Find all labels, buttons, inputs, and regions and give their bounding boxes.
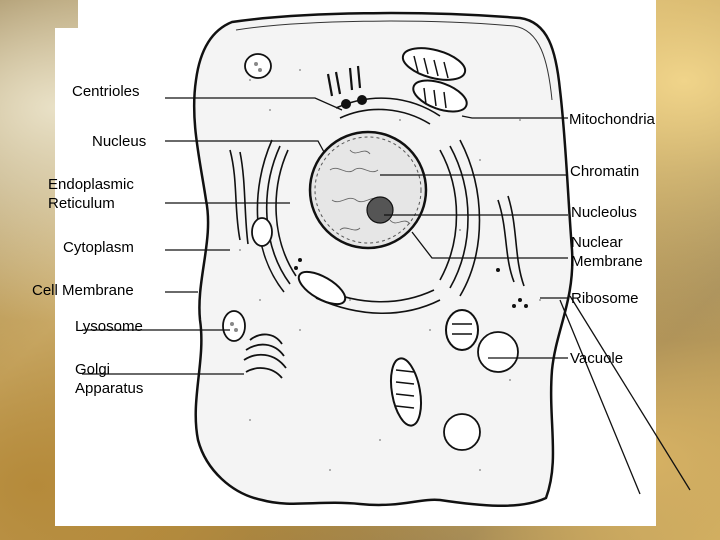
vacuole-shapes xyxy=(443,331,519,451)
nucleus-shape xyxy=(308,130,428,250)
leader-lines xyxy=(82,97,691,495)
centriole-stars xyxy=(341,95,367,109)
mitochondria-shapes xyxy=(297,47,479,427)
label-chromatin: Chromatin xyxy=(570,163,640,180)
cell-membrane-outline xyxy=(192,11,574,508)
ribosome-dots xyxy=(294,258,528,308)
label-nuclear-membrane: Nuclear Membrane xyxy=(571,234,643,270)
label-mitochondria: Mitochondria xyxy=(569,111,655,128)
label-vacuole: Vacuole xyxy=(570,350,624,367)
label-cell-membrane: Cell Membrane xyxy=(32,282,134,299)
mitochondria-cristae xyxy=(395,55,472,409)
golgi-shape xyxy=(243,333,287,379)
centrioles-shape xyxy=(326,65,362,97)
label-nucleus: Nucleus xyxy=(92,133,147,150)
label-ribosome: Ribosome xyxy=(571,290,639,307)
label-centrioles: Centrioles xyxy=(72,83,140,100)
label-lysosome: Lysosome xyxy=(75,318,143,335)
lysosome-shapes xyxy=(222,53,273,342)
label-cytoplasm: Cytoplasm xyxy=(63,239,134,256)
cytoplasm-texture xyxy=(239,69,541,471)
nucleolus-shape xyxy=(366,196,394,224)
label-nucleolus: Nucleolus xyxy=(571,204,637,221)
label-endoplasmic-reticulum: Endoplasmic Reticulum xyxy=(48,176,134,212)
label-golgi-apparatus: Golgi Apparatus xyxy=(75,361,144,397)
